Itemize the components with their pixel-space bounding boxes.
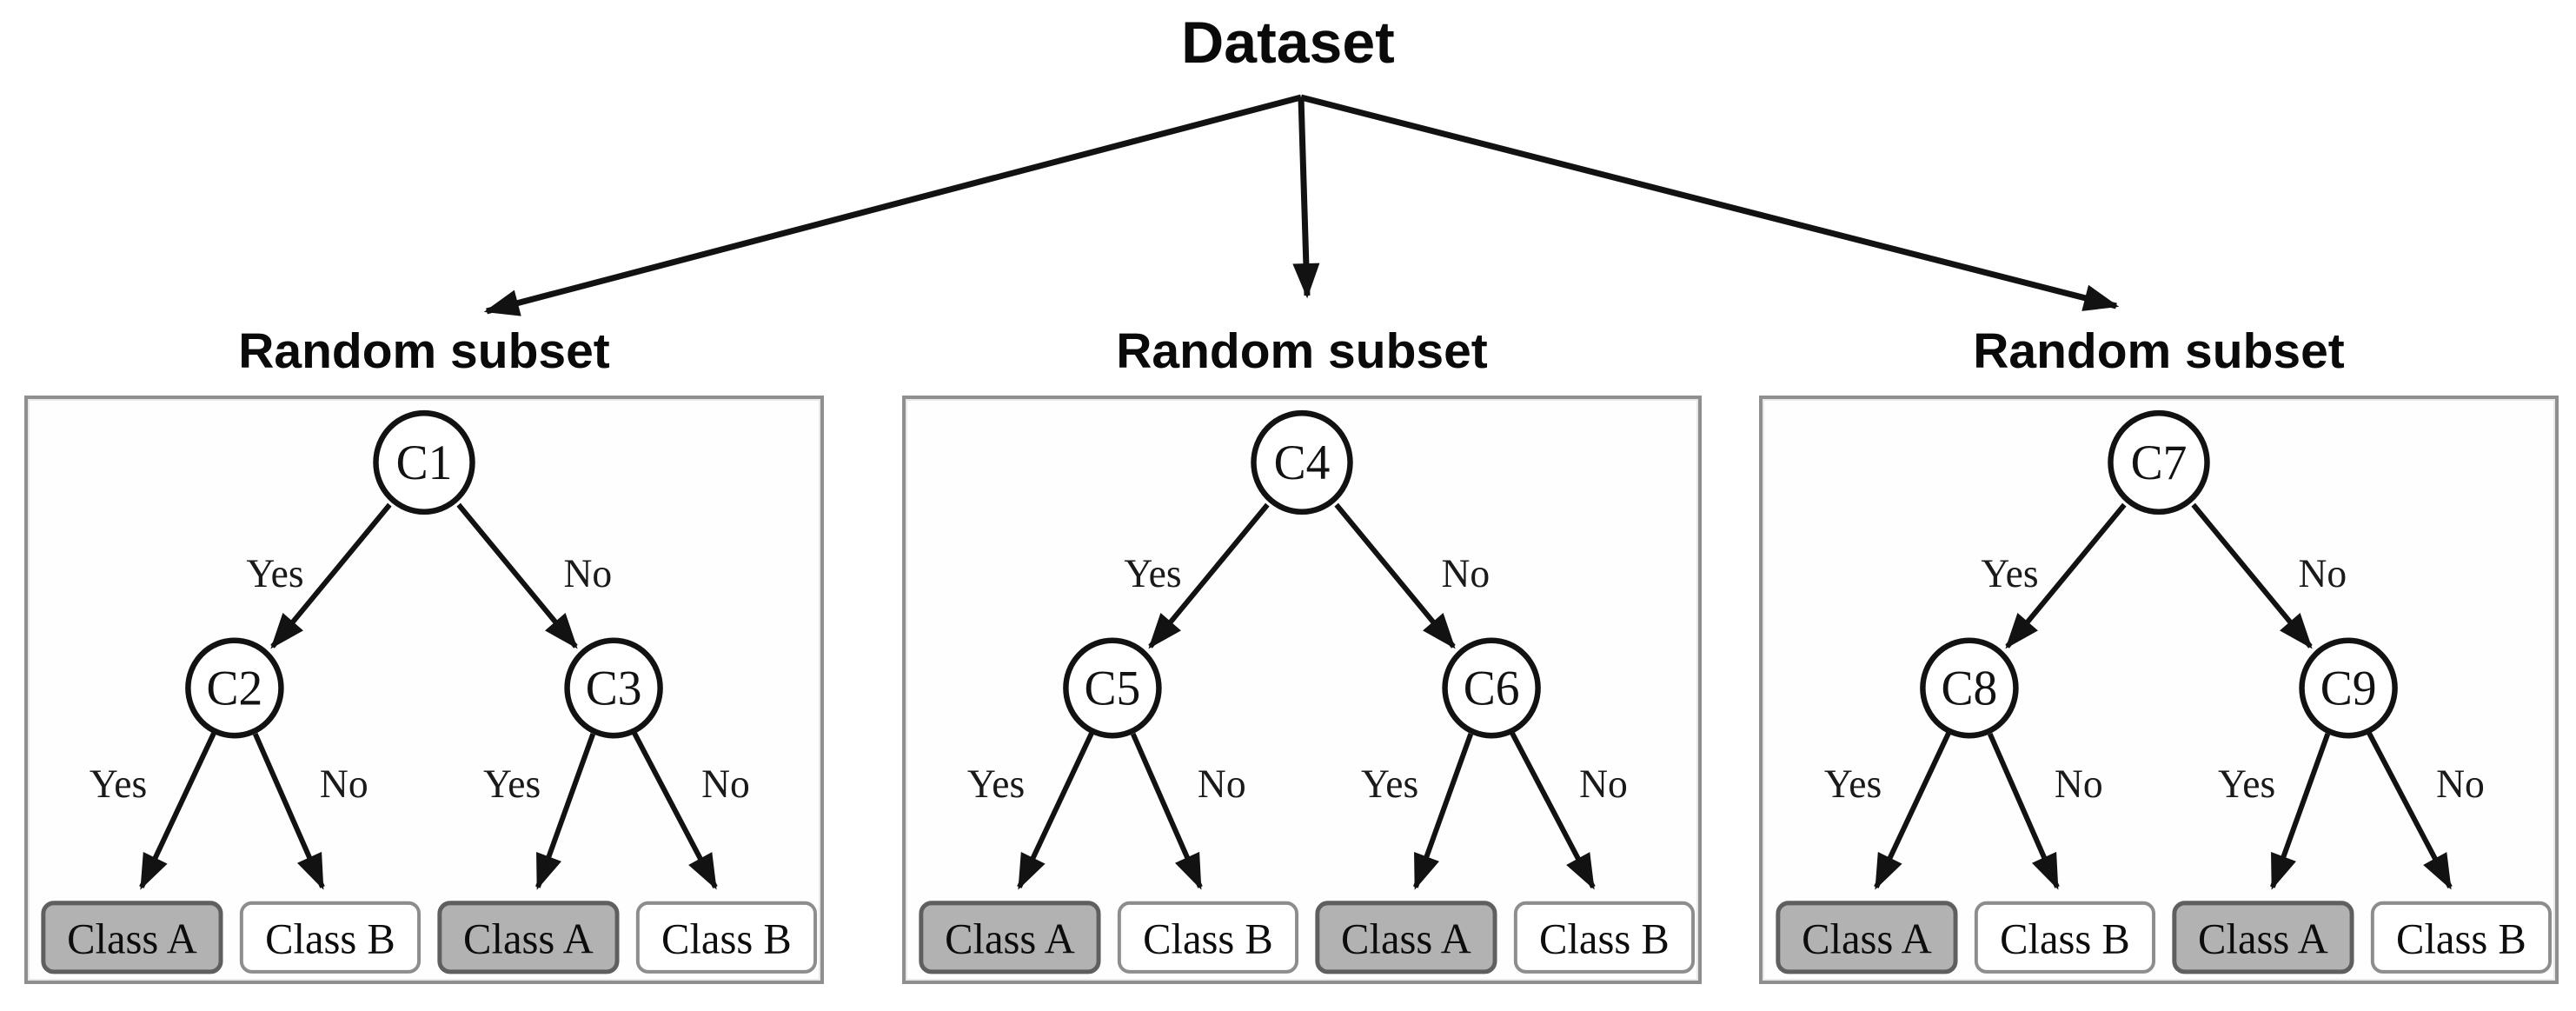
node-circle-left	[1920, 637, 2019, 739]
node-circle-left	[185, 637, 284, 739]
arrow-dataset-to-subset-3	[1300, 94, 2120, 311]
branch-label-left-yes: Yes	[90, 762, 147, 807]
leaf-box-class-b-2	[635, 901, 818, 974]
node-circle-right	[564, 637, 663, 739]
leaf-label-class-b-2: Class B	[661, 915, 792, 963]
node-label-right: C9	[2320, 662, 2377, 716]
node-label-root: C7	[2131, 436, 2188, 491]
node-label-left: C5	[1085, 662, 1141, 716]
tree-box-2: C4 C5 C6 Yes No Yes No Yes No Class A Cl…	[902, 396, 1702, 984]
leaf-box-class-b-1	[239, 901, 422, 974]
branch-label-left-yes: Yes	[967, 762, 1025, 807]
edge-right-no	[1510, 731, 1596, 890]
edge-left-yes	[1874, 731, 1951, 890]
node-label-right: C6	[1464, 662, 1520, 716]
subset-title-3: Random subset	[1973, 323, 2345, 379]
leaf-label-class-b-2: Class B	[2396, 915, 2526, 963]
dataset-fan-arrows	[483, 94, 2120, 316]
leaf-label-class-b-1: Class B	[1143, 915, 1273, 963]
branch-label-root-yes: Yes	[1981, 550, 2038, 595]
node-circle-right	[1442, 637, 1541, 739]
node-label-root: C1	[396, 436, 453, 491]
branch-label-right-yes: Yes	[483, 762, 541, 807]
leaf-label-class-a-2: Class A	[1341, 915, 1471, 963]
branch-label-left-no: No	[320, 762, 368, 807]
tree-panel-3: Random subset C7 C8 C9 Yes No Yes No Yes	[1759, 306, 2559, 984]
dataset-title: Dataset	[1181, 10, 1395, 76]
branch-label-left-no: No	[1198, 762, 1246, 807]
edge-root-left	[270, 502, 392, 649]
leaf-label-class-a-2: Class A	[463, 915, 594, 963]
node-circle-root	[1251, 409, 1353, 515]
node-circle-root	[2108, 409, 2210, 515]
leaf-box-class-b-2	[2370, 901, 2553, 974]
leaf-box-class-a-1	[1776, 901, 1958, 974]
branch-label-right-no: No	[2436, 762, 2485, 807]
leaf-label-class-a-1: Class A	[945, 915, 1075, 963]
leaf-box-class-a-2	[2172, 901, 2354, 974]
node-label-left: C8	[1942, 662, 1998, 716]
branch-label-root-no: No	[1441, 550, 1490, 595]
branch-label-root-yes: Yes	[1124, 550, 1181, 595]
edge-left-yes	[139, 731, 216, 890]
leaf-box-class-b-2	[1513, 901, 1696, 974]
arrow-dataset-to-subset-2	[1292, 96, 1320, 299]
tree-svg-3: C7 C8 C9 Yes No Yes No Yes No Class A Cl…	[1776, 409, 2553, 974]
leaf-label-class-a-1: Class A	[1802, 915, 1932, 963]
subset-title-1: Random subset	[238, 323, 610, 379]
branch-label-root-no: No	[563, 550, 612, 595]
leaf-box-class-b-1	[1974, 901, 2156, 974]
tree-svg-2: C4 C5 C6 Yes No Yes No Yes No Class A Cl…	[919, 409, 1696, 974]
edge-root-left	[2005, 502, 2127, 649]
branch-label-root-no: No	[2298, 550, 2347, 595]
node-label-left: C2	[207, 662, 263, 716]
edge-left-no	[1987, 732, 2060, 890]
branch-label-right-yes: Yes	[2218, 762, 2275, 807]
edge-root-right	[1334, 502, 1456, 649]
leaf-box-class-a-1	[41, 901, 223, 974]
edge-root-right	[2191, 502, 2313, 649]
tree-box-3: C7 C8 C9 Yes No Yes No Yes No Class A Cl…	[1759, 396, 2559, 984]
branch-label-root-yes: Yes	[246, 550, 303, 595]
edge-left-no	[252, 732, 325, 890]
edge-right-no	[2367, 731, 2453, 890]
node-label-root: C4	[1274, 436, 1331, 491]
branch-label-left-yes: Yes	[1824, 762, 1882, 807]
edge-right-no	[632, 731, 718, 890]
tree-panel-2: Random subset C4 C5 C6 Yes No Yes No Yes	[902, 306, 1702, 984]
leaf-label-class-b-1: Class B	[2000, 915, 2130, 963]
branch-label-right-no: No	[701, 762, 750, 807]
branch-label-right-yes: Yes	[1361, 762, 1418, 807]
arrow-dataset-to-subset-1	[483, 94, 1302, 316]
node-label-right: C3	[586, 662, 642, 716]
node-circle-right	[2299, 637, 2398, 739]
tree-panel-1: Random subset C1 C2 C3 Yes No Yes No Yes	[24, 306, 824, 984]
subset-title-2: Random subset	[1116, 323, 1488, 379]
edge-left-yes	[1017, 731, 1094, 890]
edge-right-yes	[1413, 733, 1474, 890]
tree-svg-1: C1 C2 C3 Yes No Yes No Yes No Class A Cl…	[41, 409, 818, 974]
leaf-label-class-a-1: Class A	[67, 915, 197, 963]
leaf-box-class-a-2	[437, 901, 620, 974]
node-circle-left	[1063, 637, 1162, 739]
edge-root-left	[1148, 502, 1270, 649]
leaf-label-class-b-2: Class B	[1539, 915, 1670, 963]
tree-box-1: C1 C2 C3 Yes No Yes No Yes No Class A Cl…	[24, 396, 824, 984]
leaf-label-class-a-2: Class A	[2198, 915, 2328, 963]
edge-left-no	[1130, 732, 1203, 890]
leaf-label-class-b-1: Class B	[265, 915, 395, 963]
leaf-box-class-a-2	[1315, 901, 1497, 974]
leaf-box-class-a-1	[919, 901, 1101, 974]
edge-right-yes	[535, 733, 596, 890]
branch-label-right-no: No	[1579, 762, 1628, 807]
branch-label-left-no: No	[2055, 762, 2103, 807]
leaf-box-class-b-1	[1117, 901, 1299, 974]
node-circle-root	[373, 409, 475, 515]
edge-root-right	[456, 502, 578, 649]
edge-right-yes	[2270, 733, 2331, 890]
